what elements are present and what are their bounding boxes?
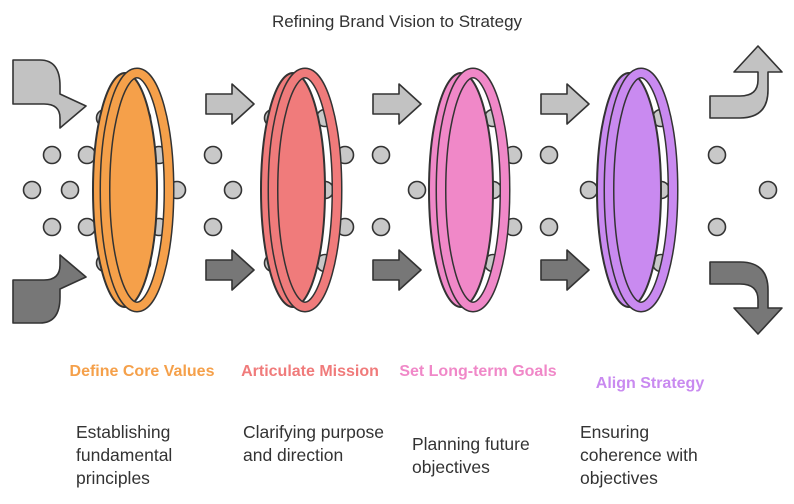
arrow-bottom-1-icon	[205, 249, 255, 291]
ring-front-2-icon	[269, 69, 341, 311]
stage-3-title: Set Long-term Goals	[399, 363, 557, 380]
arrow-bottom-3-icon	[540, 249, 590, 291]
curved-arrow-in-top-icon	[12, 59, 87, 129]
ring-front-4-icon	[605, 69, 677, 311]
stage-1-description: Establishing fundamental principles	[76, 422, 173, 488]
particle-dot	[539, 217, 559, 237]
particle-dot	[758, 180, 778, 200]
curved-arrow-in-bottom-icon	[12, 254, 87, 324]
particle-dot	[539, 145, 559, 165]
particle-dot	[77, 217, 97, 237]
ring-front-3-icon	[437, 69, 509, 311]
stage-2-description: Clarifying purpose and direction	[243, 422, 385, 465]
particle-dot	[42, 217, 62, 237]
particle-dot	[407, 180, 427, 200]
stage-3-description: Planning future objectives	[412, 434, 530, 477]
curved-arrow-out-bottom-icon	[709, 261, 783, 335]
arrow-top-3-icon	[540, 83, 590, 125]
particle-dot	[579, 180, 599, 200]
particle-dot	[223, 180, 243, 200]
arrow-top-1-icon	[205, 83, 255, 125]
particle-dot	[22, 180, 42, 200]
particle-dot	[707, 217, 727, 237]
particle-dot	[42, 145, 62, 165]
arrow-top-2-icon	[372, 83, 422, 125]
particle-dot	[371, 145, 391, 165]
ring-front-1-icon	[101, 69, 173, 311]
stage-4-title: Align Strategy	[595, 375, 705, 392]
curved-arrow-out-top-icon	[709, 45, 783, 119]
particle-dot	[203, 217, 223, 237]
stage-4-description: Ensuring coherence with objectives	[580, 422, 698, 488]
diagram-title: Refining Brand Vision to Strategy	[271, 12, 523, 31]
particle-dot	[371, 217, 391, 237]
particle-dot	[203, 145, 223, 165]
arrow-bottom-2-icon	[372, 249, 422, 291]
particle-dot	[707, 145, 727, 165]
stage-1-title: Define Core Values	[69, 363, 215, 380]
particle-dot	[60, 180, 80, 200]
stage-2-title: Articulate Mission	[241, 363, 379, 380]
